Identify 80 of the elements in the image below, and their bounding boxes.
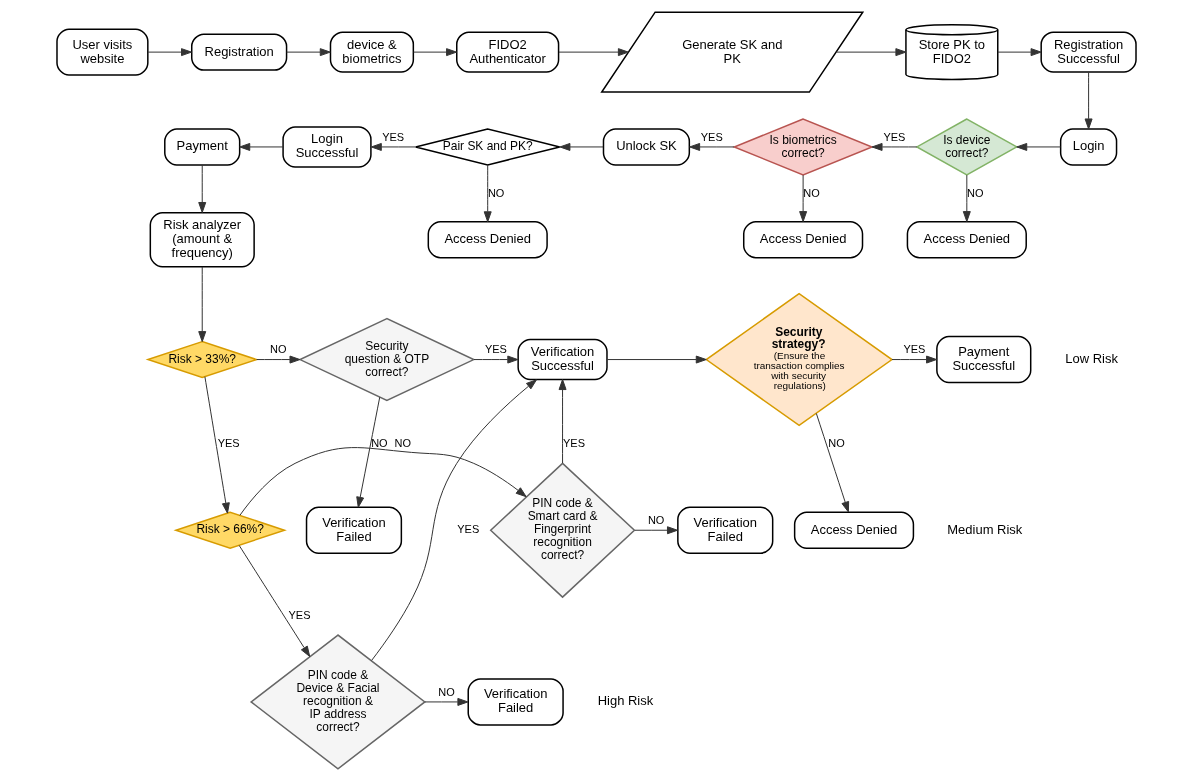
arrow (634, 526, 678, 535)
arrow (238, 544, 311, 657)
node-box: Verification Successful (517, 338, 608, 381)
node-box: Risk analyzer (amount & frequency) (149, 212, 255, 268)
arrow (198, 266, 207, 343)
label: High Risk (597, 693, 654, 709)
node-box: Payment (164, 128, 241, 166)
edge-label: YES (563, 437, 586, 450)
arrow (799, 174, 808, 223)
node-box: Verification Failed (467, 678, 564, 726)
node-diamond: PIN code & Device & Facial recognition & IP address correct? (249, 634, 427, 770)
node-box: Registration (191, 33, 288, 71)
arrow (483, 164, 492, 223)
node-box: Access Denied (743, 221, 864, 259)
arrow (204, 376, 230, 514)
node-box: Access Denied (793, 511, 915, 549)
node-box: Registration Successful (1040, 31, 1137, 73)
node-diamond: Risk > 66%? (173, 511, 287, 549)
arrow (1016, 142, 1062, 151)
node-box: Unlock SK (602, 128, 691, 166)
edge-label: NO (828, 437, 845, 450)
arrow (606, 355, 707, 364)
node-box: Login (1059, 128, 1118, 166)
node-diamond: Risk > 33%? (145, 340, 259, 379)
node-box: Login Successful (282, 126, 372, 168)
node-diamond: Security question & OTP correct? (298, 317, 476, 402)
arrow (147, 48, 192, 57)
arrow (1084, 71, 1093, 130)
arrow (286, 48, 331, 57)
node-diamond: Is device correct? (915, 118, 1019, 176)
node-diamond: Is biometrics correct? (732, 118, 874, 176)
arrow (198, 164, 207, 213)
arrow (815, 412, 850, 513)
arrow (256, 355, 301, 364)
edge-label: NO (803, 186, 820, 199)
arrow (371, 379, 537, 661)
edge-label: NO (394, 437, 412, 450)
edge-label: NO (270, 343, 287, 356)
node-box: User visits website (56, 28, 149, 76)
arrow (835, 48, 907, 57)
arrow (558, 379, 567, 464)
node-box: Access Denied (906, 221, 1027, 259)
arrow (413, 48, 458, 57)
edge-label: YES (883, 130, 906, 143)
arrow (356, 396, 381, 508)
arrow (871, 142, 918, 151)
node-box: Verification Failed (677, 506, 774, 554)
arrow (370, 142, 416, 151)
arrow (962, 174, 971, 223)
node-box: FIDO2 Authenticator (456, 31, 560, 73)
edge-label: NO (647, 514, 665, 527)
edge-label: YES (382, 130, 405, 143)
edge-label: YES (288, 608, 311, 621)
arrow (891, 355, 938, 364)
node-diamond: Security strategy? (Ensure the transaction complies with security regulations) (705, 292, 894, 427)
edge-label: YES (217, 437, 240, 450)
arrow (689, 142, 735, 151)
arrow (997, 48, 1042, 57)
edge-label: NO (967, 186, 984, 199)
label: Medium Risk (947, 521, 1023, 537)
edge-label: NO (487, 186, 505, 199)
arrow (473, 355, 519, 364)
node-diamond: PIN code & Smart card & Fingerprint recognition correct? (489, 462, 636, 599)
edge-label: NO (371, 437, 388, 450)
arrow (424, 697, 469, 706)
edge-label: YES (484, 343, 507, 356)
arrow (559, 142, 604, 151)
arrow (558, 48, 629, 57)
edge-label: YES (903, 343, 926, 356)
arrow (239, 142, 284, 151)
edge-label: YES (700, 130, 723, 143)
node-box: Verification Failed (305, 506, 403, 554)
node-diamond: Pair SK and PK? (414, 128, 561, 166)
edge-label: NO (438, 685, 455, 698)
arrow (239, 447, 527, 516)
node-box: device & biometrics (329, 31, 415, 73)
label: Low Risk (1065, 350, 1118, 366)
node-box: Access Denied (427, 221, 548, 259)
node-box: Payment Successful (936, 335, 1032, 384)
edge-label: YES (457, 523, 480, 536)
